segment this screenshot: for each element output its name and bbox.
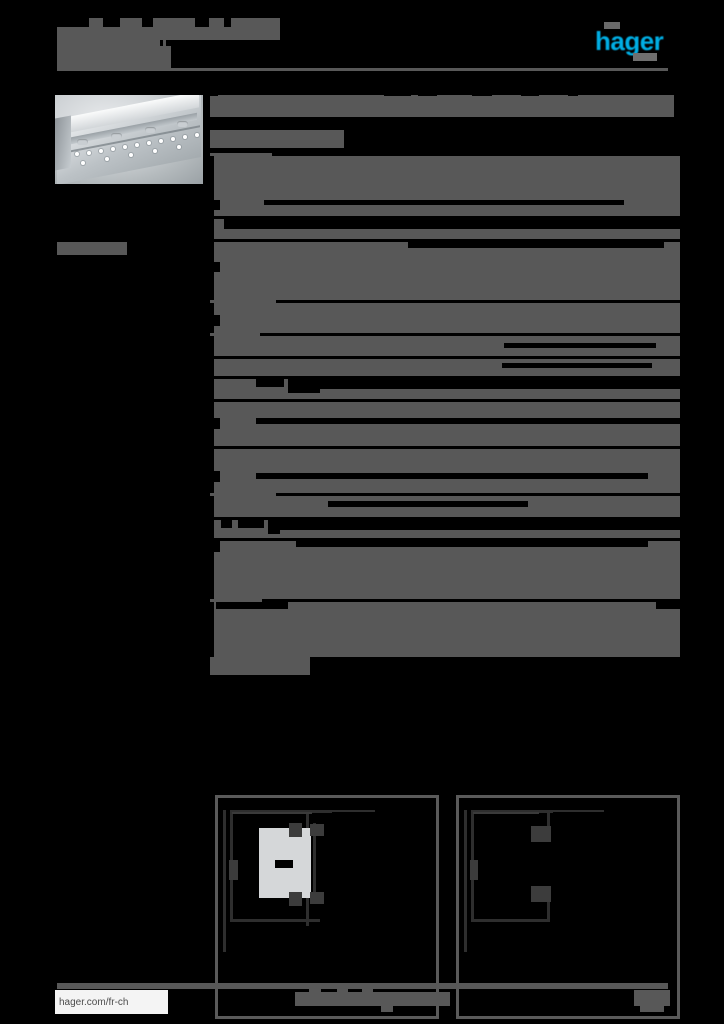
footer-url-text: hager.com/fr-ch: [59, 996, 129, 1008]
content-heading: [210, 87, 674, 117]
bracket-outline: [471, 919, 549, 922]
bracket-outline: [547, 810, 550, 836]
title-glyph-gap: [142, 18, 153, 27]
footer-center-text: [295, 987, 450, 1012]
trunking-perforation: [177, 145, 181, 149]
trunking-slot: [77, 139, 88, 145]
trunking-perforation: [129, 153, 133, 157]
row-divider: [210, 538, 680, 541]
logo-artifact: [633, 53, 657, 61]
title-glyph-gap: [166, 40, 280, 59]
spec-row: [210, 336, 680, 356]
fixing-clip: [289, 892, 302, 906]
bracket-highlight: [232, 812, 312, 814]
trunking-slot: [111, 133, 122, 139]
bracket-outline: [230, 810, 332, 813]
title-glyph-gap: [224, 18, 231, 27]
trunking-perforation: [147, 141, 151, 145]
spec-row: [210, 602, 680, 657]
trunking-perforation: [111, 147, 115, 151]
spec-row: [210, 402, 680, 446]
trunking-perforation: [183, 135, 187, 139]
trunking-perforation: [153, 149, 157, 153]
trunking-perforation: [123, 145, 127, 149]
logo-artifact: [604, 22, 620, 29]
footer-divider: [57, 983, 668, 989]
fixing-clip: [289, 823, 302, 837]
trunking-slot: [145, 127, 156, 133]
fixing-clip: [310, 892, 324, 904]
spec-row: [210, 242, 680, 300]
spec-row: [210, 303, 680, 333]
footer-url[interactable]: hager.com/fr-ch: [55, 990, 168, 1014]
row-divider: [210, 399, 680, 402]
product-caption: [57, 242, 127, 255]
main-content: [210, 85, 680, 1019]
hager-wordmark: hager: [595, 26, 664, 56]
spec-row: [210, 359, 680, 376]
bracket-outline: [223, 810, 226, 952]
title-glyph-gap: [103, 18, 120, 27]
dimension-line: [552, 810, 604, 812]
plate-slot: [275, 860, 293, 868]
row-divider: [210, 356, 680, 359]
spec-row: [210, 541, 680, 599]
footer-page-number: [634, 990, 670, 1012]
bracket-outline: [471, 810, 553, 813]
hager-logo[interactable]: hager: [595, 22, 673, 61]
trunking-perforation: [75, 152, 79, 156]
fixing-clip: [531, 826, 551, 842]
product-photo: [55, 95, 203, 184]
trunking-slot: [177, 121, 188, 127]
spec-row: [210, 379, 680, 399]
row-divider: [210, 333, 680, 336]
header-divider: [57, 68, 668, 71]
title-glyph-gap: [57, 18, 89, 27]
section-divider: [210, 300, 680, 303]
row-divider: [210, 517, 680, 520]
trunking-perforation: [171, 137, 175, 141]
dimension-line: [311, 810, 375, 812]
fixing-clip: [470, 860, 478, 880]
bracket-outline: [230, 919, 320, 922]
row-divider: [210, 376, 680, 379]
section-divider: [210, 493, 680, 496]
section-divider: [210, 599, 680, 602]
technical-drawing-right: [456, 795, 680, 1019]
technical-drawing-left: [215, 795, 439, 1019]
spec-row: [210, 520, 680, 538]
trunking-end-cap: [55, 115, 71, 171]
trunking-perforation: [159, 139, 163, 143]
trunking-perforation: [135, 143, 139, 147]
row-divider: [210, 446, 680, 449]
trunking-perforation: [99, 149, 103, 153]
spec-row: [210, 219, 680, 239]
bracket-highlight: [473, 812, 539, 814]
trunking-perforation: [105, 157, 109, 161]
trunking-perforation: [87, 151, 91, 155]
trunking-perforation: [81, 161, 85, 165]
row-divider: [210, 216, 680, 219]
bracket-outline: [464, 810, 467, 952]
page-subtitle: [57, 46, 171, 69]
section-subheading: [210, 130, 344, 148]
drawings-section-title: [210, 657, 310, 675]
title-glyph-gap: [195, 18, 209, 27]
spec-row: [210, 156, 680, 216]
trunking-perforation: [195, 133, 199, 137]
fixing-clip: [531, 886, 551, 902]
fixing-clip: [229, 860, 238, 880]
section-divider: [210, 657, 680, 660]
row-divider: [210, 239, 680, 242]
spec-row: [210, 449, 680, 493]
bracket-outline: [313, 823, 316, 903]
bracket-outline: [547, 890, 550, 922]
spec-row: [210, 496, 680, 517]
fixing-clip: [310, 824, 324, 836]
